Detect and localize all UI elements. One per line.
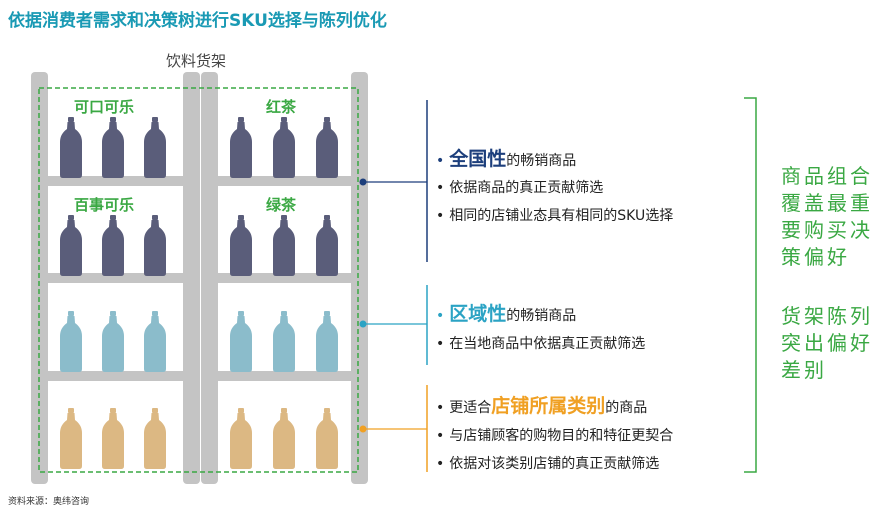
bullet-dot: • [436, 153, 445, 169]
group3-prefix: 更适合 [449, 400, 492, 416]
label-coca-cola: 可口可乐 [74, 98, 135, 116]
group2-item-1: •在当地商品中依据真正贡献筛选 [436, 333, 645, 353]
group1-item-1-text: 依据商品的真正贡献筛选 [449, 180, 604, 196]
group1-highlight: 全国性 [449, 148, 507, 170]
group1-item-2-text: 相同的店铺业态具有相同的SKU选择 [449, 208, 674, 224]
group1-heading: •全国性的畅销商品 [436, 144, 576, 171]
group3-item-2: •依据对该类别店铺的真正贡献筛选 [436, 453, 659, 473]
group3-item-1-text: 与店铺顾客的购物目的和特征更契合 [449, 428, 674, 444]
page-title: 依据消费者需求和决策树进行SKU选择与陈列优化 [8, 11, 387, 31]
group3-heading: •更适合店铺所属类别的商品 [436, 391, 647, 418]
label-green-tea: 绿茶 [266, 196, 297, 214]
source-note: 资料来源：奥纬咨询 [8, 497, 90, 507]
note1-line: 要购买决 [781, 218, 873, 242]
summary-bracket [744, 97, 757, 473]
note2-line: 货架陈列 [781, 304, 873, 328]
group3-suffix: 的商品 [605, 400, 648, 416]
summary-note-display: 货架陈列 突出偏好 差别 [781, 303, 873, 384]
note1-line: 商品组合 [781, 164, 873, 188]
group2-suffix: 的畅销商品 [506, 308, 577, 324]
group1-item-1: •依据商品的真正贡献筛选 [436, 177, 603, 197]
connector-national [359, 100, 428, 262]
group1-suffix: 的畅销商品 [506, 153, 577, 169]
group2-highlight: 区域性 [449, 303, 507, 325]
note2-line: 突出偏好 [781, 331, 873, 355]
bullet-dot: • [436, 180, 445, 196]
bullet-dot: • [436, 428, 445, 444]
note1-line: 策偏好 [781, 245, 850, 269]
shelf-post-right [351, 72, 368, 484]
connector-regional [359, 285, 428, 365]
summary-note-assortment: 商品组合 覆盖最重 要购买决 策偏好 [781, 163, 873, 271]
connector-category [359, 385, 428, 472]
bullet-dot: • [436, 336, 445, 352]
label-pepsi: 百事可乐 [74, 196, 135, 214]
group3-item-2-text: 依据对该类别店铺的真正贡献筛选 [449, 456, 660, 472]
group1-item-2: •相同的店铺业态具有相同的SKU选择 [436, 205, 673, 225]
shelf-post-center-left [183, 72, 200, 484]
note1-line: 覆盖最重 [781, 191, 873, 215]
note2-line: 差别 [781, 358, 827, 382]
shelf-post-center-right [201, 72, 218, 484]
bullet-dot: • [436, 456, 445, 472]
bullet-dot: • [436, 208, 445, 224]
group2-heading: •区域性的畅销商品 [436, 299, 576, 326]
group3-item-1: •与店铺顾客的购物目的和特征更契合 [436, 425, 673, 445]
bullet-dot: • [436, 400, 445, 416]
group3-highlight: 店铺所属类别 [491, 395, 606, 417]
bullet-dot: • [436, 308, 445, 324]
shelf-boards [46, 176, 353, 381]
shelf-title: 饮料货架 [166, 52, 227, 70]
group2-item-1-text: 在当地商品中依据真正贡献筛选 [449, 336, 646, 352]
label-black-tea: 红茶 [266, 98, 297, 116]
